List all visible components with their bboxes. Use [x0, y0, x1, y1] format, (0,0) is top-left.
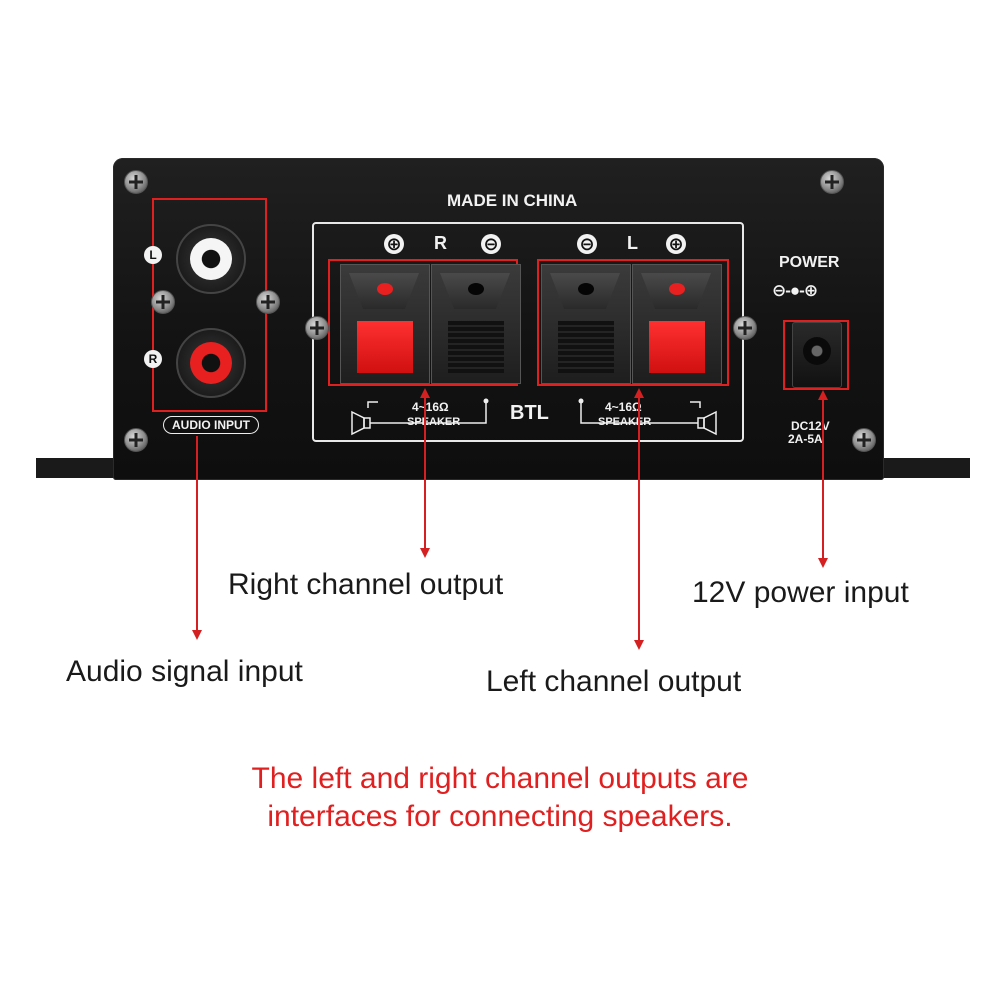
audio-input-label: AUDIO INPUT	[163, 416, 259, 434]
terminal-lever[interactable]	[448, 321, 504, 373]
right-speaker-diagram	[351, 398, 489, 436]
terminal-lever[interactable]	[558, 321, 614, 373]
callout-left-channel-output: Left channel output	[486, 665, 742, 698]
rca-jack-left[interactable]	[176, 224, 246, 294]
left-plus-icon: ⊕	[666, 234, 686, 254]
left-channel-letter: L	[627, 233, 638, 253]
right-negative-terminal[interactable]	[431, 264, 521, 384]
power-polarity-icon: ⊖-●-⊕	[772, 281, 818, 300]
left-speaker-label: SPEAKER	[598, 416, 652, 428]
left-speaker-diagram	[578, 398, 717, 436]
arrow-down-icon	[420, 548, 430, 558]
arrow-up-icon	[818, 390, 828, 400]
corner-screw-icon	[124, 170, 148, 194]
arrow-down-icon	[634, 640, 644, 650]
power-input-highlight-box	[783, 320, 849, 390]
arrow-down-icon	[818, 558, 828, 568]
speaker-icon	[703, 410, 717, 436]
dc-jack-socket-icon	[803, 337, 831, 365]
dc-rating-line2: 2A-5A	[788, 432, 823, 446]
right-minus-icon: ⊖	[481, 234, 501, 254]
corner-screw-icon	[124, 428, 148, 452]
right-plus-icon: ⊕	[384, 234, 404, 254]
right-positive-terminal[interactable]	[340, 264, 430, 384]
panel-screw-icon	[733, 316, 757, 340]
corner-screw-icon	[820, 170, 844, 194]
terminal-lever[interactable]	[649, 321, 705, 373]
right-channel-letter: R	[434, 233, 447, 253]
callout-right-channel-output: Right channel output	[228, 568, 504, 601]
rca-red-ring-icon	[190, 342, 232, 384]
note-line-2: interfaces for connecting speakers.	[267, 800, 733, 833]
dc-rating-line1: DC12V	[791, 419, 830, 433]
panel-screw-icon	[256, 290, 280, 314]
left-negative-terminal[interactable]	[541, 264, 631, 384]
left-jack-letter: L	[144, 246, 162, 264]
right-speaker-label: SPEAKER	[407, 416, 461, 428]
left-minus-icon: ⊖	[577, 234, 597, 254]
rca-white-ring-icon	[190, 238, 232, 280]
right-jack-letter: R	[144, 350, 162, 368]
left-output-highlight-box	[537, 259, 729, 386]
btl-label: BTL	[510, 402, 549, 424]
panel-screw-icon	[305, 316, 329, 340]
right-output-leader-line	[424, 396, 426, 550]
left-output-leader-line	[638, 396, 640, 642]
right-speaker-ohms: 4~16Ω	[412, 400, 449, 414]
callout-audio-signal-input: Audio signal input	[66, 655, 303, 688]
rca-jack-right[interactable]	[176, 328, 246, 398]
made-in-label: MADE IN CHINA	[447, 191, 578, 210]
left-positive-terminal[interactable]	[632, 264, 722, 384]
left-speaker-ohms: 4~16Ω	[605, 400, 642, 414]
speaker-icon	[351, 410, 365, 436]
arrow-up-icon	[420, 388, 430, 398]
callout-power-input: 12V power input	[692, 576, 909, 609]
corner-screw-icon	[852, 428, 876, 452]
arrow-down-icon	[192, 630, 202, 640]
arrow-up-icon	[634, 388, 644, 398]
dc-power-jack[interactable]	[792, 322, 842, 388]
panel-screw-icon	[151, 290, 175, 314]
terminal-lever[interactable]	[357, 321, 413, 373]
power-label: POWER	[779, 254, 840, 271]
note-line-1: The left and right channel outputs are	[251, 762, 749, 795]
power-leader-line	[822, 398, 824, 560]
audio-leader-line	[196, 436, 198, 632]
